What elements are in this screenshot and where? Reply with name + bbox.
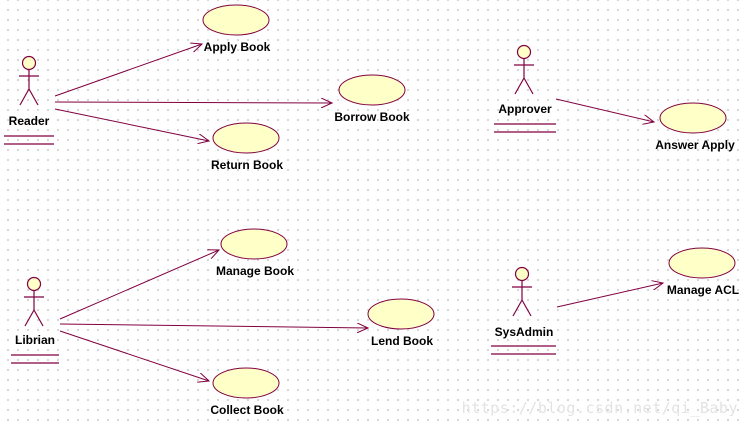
stick-figure-icon <box>19 55 39 106</box>
use-case-manage-book[interactable]: Manage Book <box>216 228 294 278</box>
use-case-apply-book[interactable]: Apply Book <box>202 4 271 54</box>
assoc-librian-manage-book <box>59 250 219 320</box>
watermark: https://blog.csdn.net/qi_Baby <box>461 399 738 417</box>
use-case-label: Borrow Book <box>334 110 410 124</box>
use-case-label: Answer Apply <box>655 138 735 152</box>
use-case-borrow-book[interactable]: Borrow Book <box>334 74 410 124</box>
use-case-label: Apply Book <box>204 40 271 54</box>
assoc-librian-collect-book <box>59 330 209 381</box>
actor-sysadmin[interactable]: SysAdmin <box>491 266 556 355</box>
stick-figure-icon <box>514 44 534 95</box>
assoc-reader-borrow-book <box>54 102 332 103</box>
use-case-ellipse[interactable] <box>338 74 406 106</box>
assoc-reader-return-book <box>54 108 209 141</box>
use-case-manage-acl[interactable]: Manage ACL <box>667 247 739 297</box>
use-case-label: Manage ACL <box>667 283 739 297</box>
actor-label: SysAdmin <box>495 325 554 339</box>
use-case-ellipse[interactable] <box>668 247 736 279</box>
assoc-librian-lend-book <box>59 324 368 328</box>
use-case-ellipse[interactable] <box>220 228 288 260</box>
stick-figure-icon <box>512 266 532 317</box>
assoc-reader-apply-book <box>54 44 202 97</box>
stick-figure-icon <box>24 276 44 327</box>
use-case-lend-book[interactable]: Lend Book <box>367 298 435 348</box>
use-case-answer-apply[interactable]: Answer Apply <box>655 102 735 152</box>
actor-reader[interactable]: Reader <box>4 55 54 145</box>
actor-label: Librian <box>15 333 55 347</box>
actor-approver[interactable]: Approver <box>494 44 556 133</box>
use-case-ellipse[interactable] <box>212 367 280 399</box>
use-case-ellipse[interactable] <box>212 122 280 154</box>
assoc-sysadmin-manage-acl <box>556 283 663 308</box>
use-case-return-book[interactable]: Return Book <box>211 122 283 172</box>
use-case-collect-book[interactable]: Collect Book <box>210 367 284 417</box>
use-case-label: Collect Book <box>210 403 284 417</box>
actor-librian[interactable]: Librian <box>11 276 59 364</box>
use-case-ellipse[interactable] <box>659 102 727 134</box>
associations <box>54 44 663 381</box>
use-case-ellipse[interactable] <box>367 298 435 330</box>
use-case-label: Manage Book <box>216 264 294 278</box>
actor-label: Approver <box>498 102 552 116</box>
actor-label: Reader <box>9 114 50 128</box>
use-case-label: Lend Book <box>371 334 433 348</box>
assoc-approver-answer-apply <box>555 98 654 122</box>
use-case-label: Return Book <box>211 158 283 172</box>
use-case-ellipse[interactable] <box>202 4 270 36</box>
